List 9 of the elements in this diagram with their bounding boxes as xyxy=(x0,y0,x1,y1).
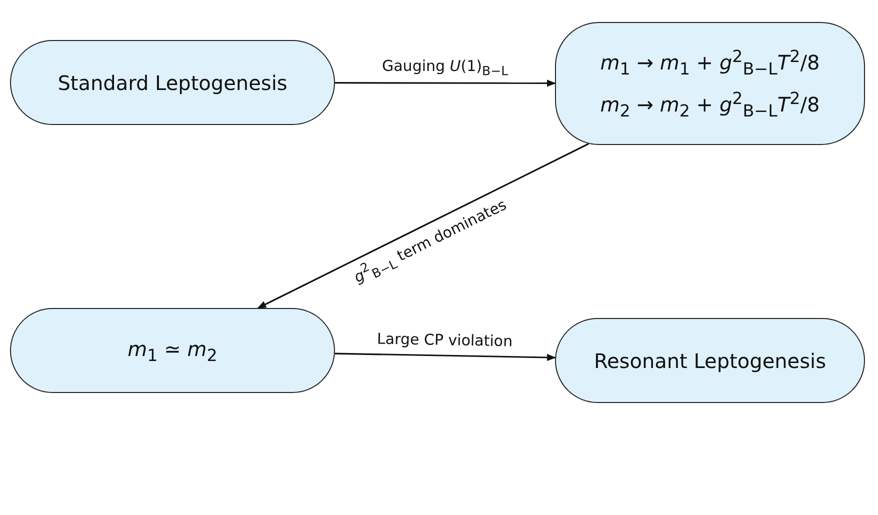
node-text: Standard Leptogenesis xyxy=(58,70,288,94)
arrow xyxy=(335,80,556,87)
arrow xyxy=(257,143,590,309)
rounded-box xyxy=(555,22,865,145)
node-text: Resonant Leptogenesis xyxy=(594,348,826,372)
formula-text: m$_{1}$ → m$_{1}$ + g$^{2}$$_{B−L}$T$^{2}$/8 xyxy=(600,46,820,78)
node-text: m$_{1}$ ≃ m$_{2}$ xyxy=(128,336,218,364)
formula-text: m$_{2}$ → m$_{2}$ + g$^{2}$$_{B−L}$T$^{2}$/8 xyxy=(600,88,820,120)
arrow xyxy=(334,352,556,362)
